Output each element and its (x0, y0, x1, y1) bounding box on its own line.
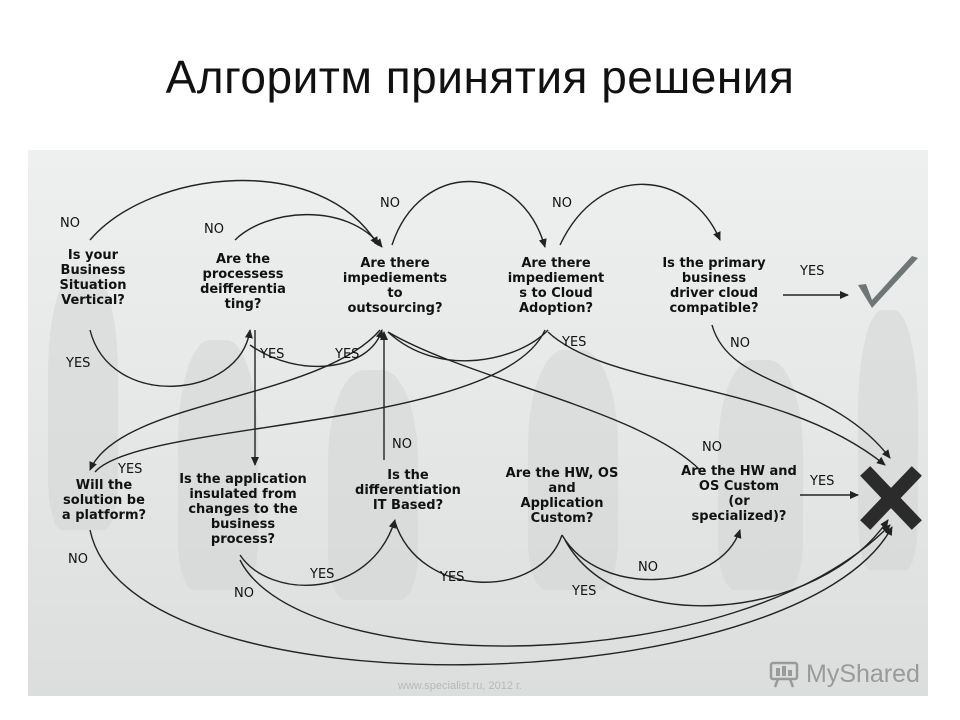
flow-arrow (711, 324, 891, 459)
question-platform: Will the solution be a platform? (61, 478, 147, 523)
label-no: NO (392, 437, 412, 452)
label-no: NO (68, 552, 88, 567)
flow-arrow (387, 331, 701, 471)
label-yes: YES (118, 462, 143, 477)
flow-arrow (89, 179, 379, 246)
label-no: NO (552, 196, 572, 211)
myshared-logo: MyShared (768, 656, 920, 692)
question-outsourcing-impediments: Are there impediements to outsourcing? (342, 256, 448, 316)
label-yes: YES (562, 335, 587, 350)
question-hw-os-app-custom: Are the HW, OS and Application Custom? (505, 466, 619, 526)
label-yes: YES (572, 584, 597, 599)
label-no: NO (702, 440, 722, 455)
label-yes: YES (260, 347, 285, 362)
x-mark-icon (860, 466, 922, 530)
flow-arrow (234, 213, 383, 248)
footer-source: www.specialist.ru, 2012 г. (398, 680, 522, 692)
flow-arrow (94, 329, 546, 473)
label-no: NO (638, 560, 658, 575)
label-yes: YES (810, 474, 835, 489)
label-no: NO (60, 216, 80, 231)
presentation-board-icon (769, 661, 799, 688)
background-figure (328, 370, 418, 600)
flow-arrow (239, 524, 891, 647)
question-business-vertical: Is your Business Situation Vertical? (59, 248, 127, 308)
question-application-insulated: Is the application insulated from change… (179, 472, 307, 547)
flow-arrow (249, 329, 384, 368)
flow-arrow (239, 519, 397, 586)
question-driver-cloud-compatible: Is the primary business driver cloud com… (662, 256, 766, 316)
background-figure (718, 360, 803, 590)
flow-arrow (564, 519, 889, 607)
question-cloud-impediments: Are there impediement s to Cloud Adoptio… (507, 256, 605, 316)
label-yes: YES (66, 356, 91, 371)
question-processes-differentiating: Are the processess deifferentia ting? (200, 252, 286, 312)
logo-text: MyShared (806, 659, 920, 688)
question-hw-os-specialized: Are the HW and OS Custom (or specialized… (681, 464, 797, 524)
label-yes: YES (440, 570, 465, 585)
label-yes: YES (335, 347, 360, 362)
flow-arrow (89, 526, 893, 666)
label-yes: YES (310, 567, 335, 582)
flow-arrow (394, 521, 563, 583)
label-yes: YES (800, 264, 825, 279)
background-figure (48, 270, 118, 530)
question-differentiation-it: Is the differentiation IT Based? (355, 468, 461, 513)
flow-arrow (559, 183, 721, 246)
check-mark-icon (858, 256, 918, 308)
slide-title: Алгоритм принятия решения (165, 51, 795, 103)
label-no: NO (234, 586, 254, 601)
flow-arrow (391, 180, 547, 248)
label-no: NO (380, 196, 400, 211)
background-figure (178, 340, 258, 590)
flow-arrow (547, 331, 886, 466)
flow-arrow (89, 329, 253, 387)
label-no: NO (730, 336, 750, 351)
flow-arrow (89, 329, 381, 471)
label-no: NO (204, 222, 224, 237)
flow-arrow (387, 329, 549, 362)
flow-arrow (561, 529, 742, 581)
